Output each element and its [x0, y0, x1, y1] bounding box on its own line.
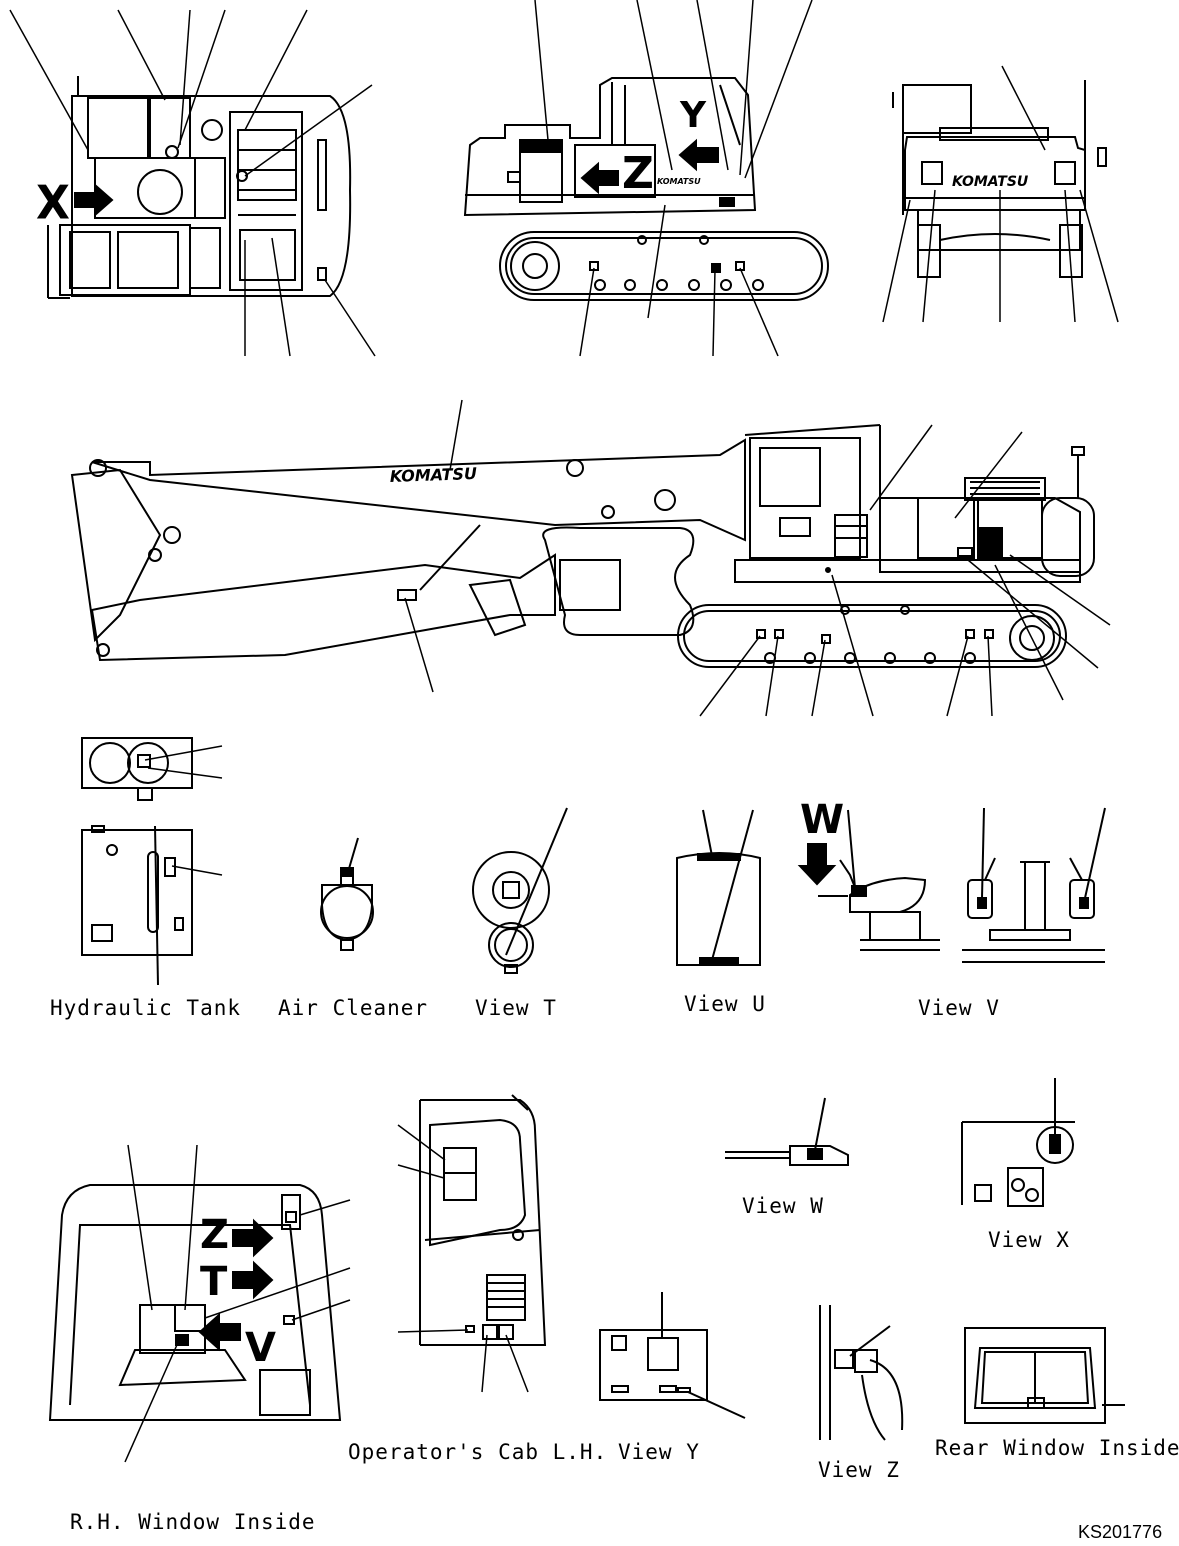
rh-window-leader-lines — [124, 1144, 351, 1463]
view-y-drawing — [599, 1292, 746, 1419]
view-x-letter: X — [36, 176, 70, 231]
long-boom-leader-lines — [404, 399, 1111, 717]
rh-window-inside-drawing — [48, 1184, 342, 1421]
side-view-leader-lines — [534, 0, 813, 357]
hydraulic-tank-leader-lines — [144, 745, 223, 876]
view-z-side-letter: Z — [622, 148, 654, 199]
caption-air-cleaner: Air Cleaner — [278, 996, 429, 1020]
view-u-drawing — [676, 809, 761, 966]
operators-cab-lh-drawing — [419, 1094, 547, 1346]
side-view-machine — [463, 77, 829, 301]
view-y-arrow-icon — [678, 138, 719, 172]
top-view-machine — [47, 76, 352, 299]
view-y-letter: Y — [680, 95, 707, 136]
hydraulic-tank-drawing — [81, 737, 193, 986]
side-view-left-arrow-icon — [580, 161, 619, 195]
view-z-drawing — [819, 1305, 904, 1441]
caption-view-u: View U — [684, 992, 766, 1016]
caption-operators-cab-lh: Operator's Cab L.H. — [348, 1440, 608, 1464]
caption-rear-window-inside: Rear Window Inside — [935, 1436, 1179, 1460]
view-w-letter: W — [800, 797, 845, 843]
view-w-drawing — [725, 1097, 849, 1166]
rear-view-machine — [892, 80, 1107, 278]
caption-view-v: View V — [918, 996, 1000, 1020]
cab-t-letter: T — [200, 1259, 228, 1305]
caption-view-y: View Y — [618, 1440, 700, 1464]
caption-view-w: View W — [742, 1194, 824, 1218]
caption-hydraulic-tank: Hydraulic Tank — [50, 996, 242, 1020]
cab-z-letter: Z — [200, 1212, 230, 1258]
operators-cab-leader-lines — [397, 1124, 529, 1393]
view-t-drawing — [472, 807, 568, 974]
cab-v-letter: V — [245, 1325, 276, 1371]
rear-view-brand-logo: KOMATSU — [952, 174, 1029, 190]
view-v-drawing — [818, 807, 1106, 963]
top-view-leader-lines — [9, 9, 376, 357]
side-view-brand-logo: KOMATSU — [657, 177, 701, 186]
air-cleaner-drawing — [320, 837, 374, 951]
long-boom-machine — [70, 424, 1095, 668]
caption-rh-window-inside: R.H. Window Inside — [70, 1510, 316, 1534]
drawing-number: KS201776 — [1078, 1522, 1163, 1542]
cab-arrow-right-1-icon — [232, 1218, 274, 1258]
cab-arrow-right-2-icon — [232, 1260, 274, 1300]
rear-view-leader-lines — [882, 65, 1119, 323]
cab-arrow-left-icon — [198, 1312, 241, 1352]
caption-view-x: View X — [988, 1228, 1070, 1252]
boom-brand-logo: KOMATSU — [389, 464, 477, 486]
caption-view-z: View Z — [818, 1458, 900, 1482]
view-w-arrow-icon — [797, 843, 837, 886]
rear-window-inside-drawing — [964, 1327, 1125, 1424]
caption-view-t: View T — [475, 996, 557, 1020]
view-x-arrow-icon — [74, 183, 114, 217]
view-x-drawing — [961, 1078, 1075, 1207]
